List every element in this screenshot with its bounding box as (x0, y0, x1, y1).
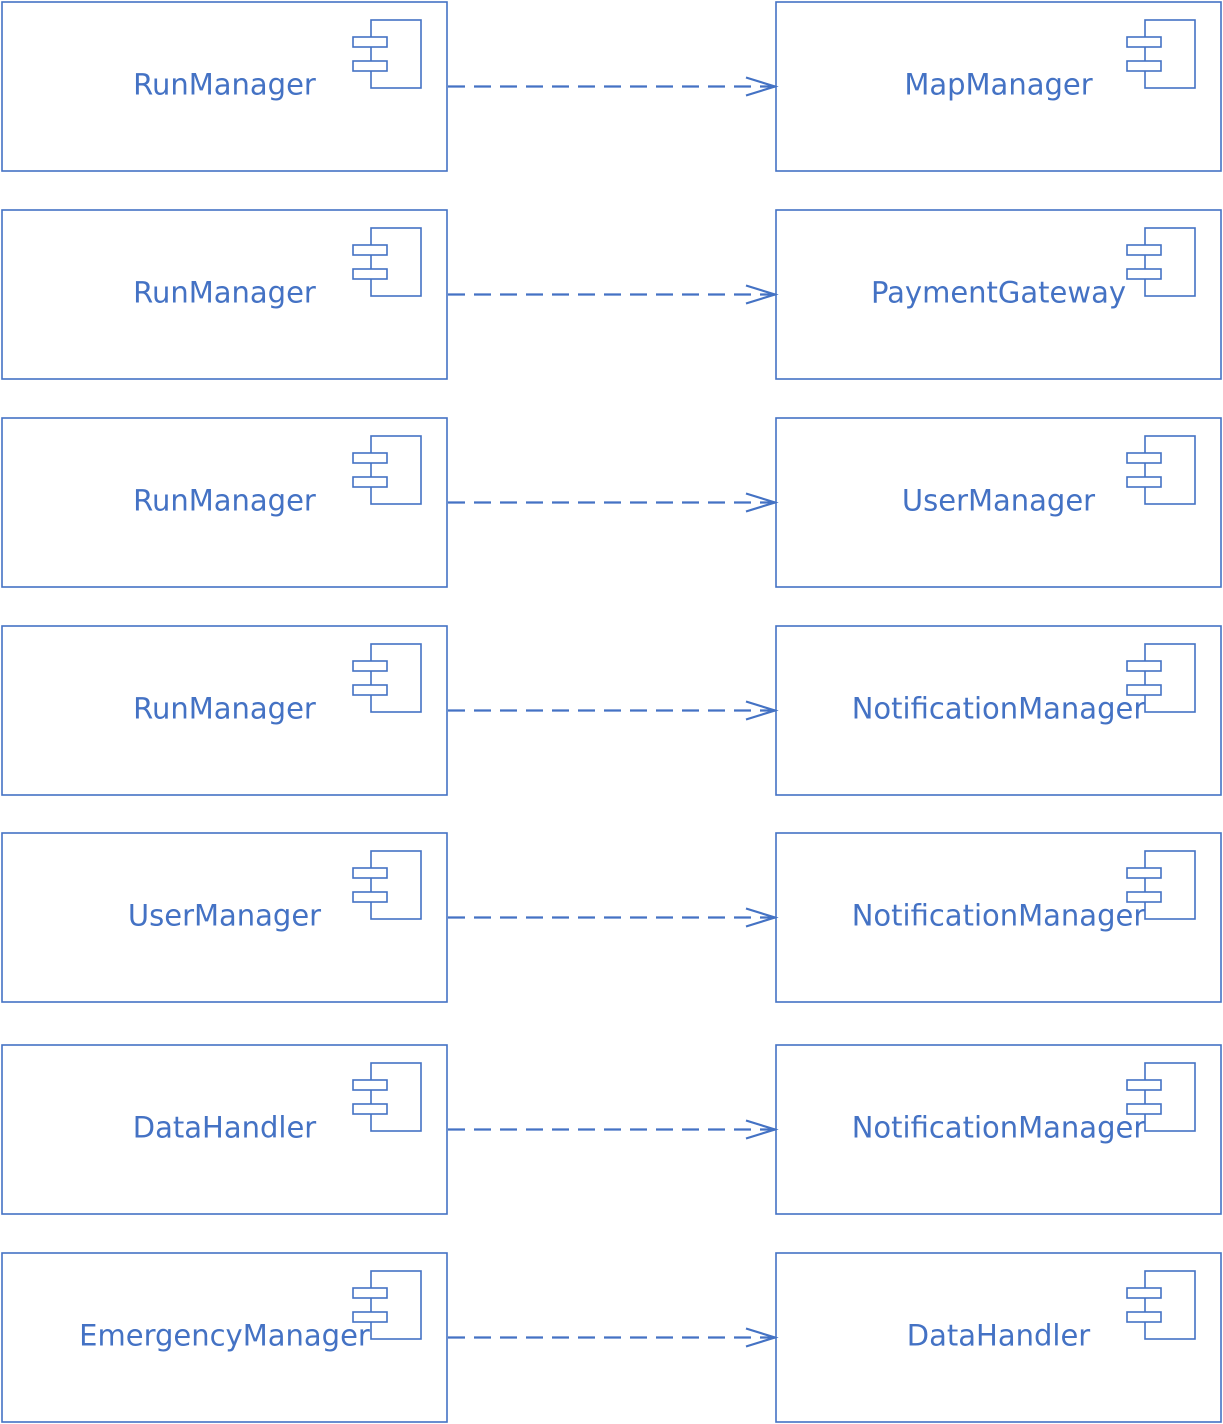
component-label: DataHandler (907, 1319, 1091, 1353)
arrowhead (745, 1327, 779, 1348)
dependency-arrow-0 (448, 76, 779, 97)
arrowhead (745, 907, 779, 928)
component-icon (352, 643, 422, 713)
target-component-4[interactable]: NotificationManager (775, 832, 1222, 1003)
component-icon (352, 19, 422, 89)
source-component-3[interactable]: RunManager (1, 625, 448, 796)
dependency-arrow-6 (448, 1327, 779, 1348)
component-icon (1126, 643, 1196, 713)
component-label: EmergencyManager (79, 1319, 370, 1353)
component-label: DataHandler (133, 1111, 317, 1145)
component-label: RunManager (133, 692, 316, 726)
arrowhead (745, 76, 779, 97)
source-component-6[interactable]: EmergencyManager (1, 1252, 448, 1423)
component-label: NotificationManager (852, 1111, 1146, 1145)
arrowhead (745, 284, 779, 305)
source-component-5[interactable]: DataHandler (1, 1044, 448, 1215)
source-component-2[interactable]: RunManager (1, 417, 448, 588)
dependency-arrow-1 (448, 284, 779, 305)
source-component-1[interactable]: RunManager (1, 209, 448, 380)
component-icon (1126, 19, 1196, 89)
target-component-3[interactable]: NotificationManager (775, 625, 1222, 796)
target-component-1[interactable]: PaymentGateway (775, 209, 1222, 380)
dependency-arrow-2 (448, 492, 779, 513)
component-icon (352, 1270, 422, 1340)
source-component-4[interactable]: UserManager (1, 832, 448, 1003)
target-component-2[interactable]: UserManager (775, 417, 1222, 588)
component-label: MapManager (904, 68, 1092, 102)
component-icon (1126, 850, 1196, 920)
component-label: UserManager (128, 899, 321, 933)
target-component-6[interactable]: DataHandler (775, 1252, 1222, 1423)
component-icon (352, 227, 422, 297)
component-label: RunManager (133, 68, 316, 102)
component-icon (1126, 1062, 1196, 1132)
component-label: NotificationManager (852, 899, 1146, 933)
component-icon (352, 435, 422, 505)
component-label: NotificationManager (852, 692, 1146, 726)
arrowhead (745, 1119, 779, 1140)
component-icon (352, 1062, 422, 1132)
dependency-arrow-5 (448, 1119, 779, 1140)
arrowhead (745, 492, 779, 513)
source-component-0[interactable]: RunManager (1, 1, 448, 172)
component-label: UserManager (902, 484, 1095, 518)
component-label: PaymentGateway (871, 276, 1126, 310)
component-icon (1126, 1270, 1196, 1340)
component-icon (1126, 435, 1196, 505)
arrowhead (745, 700, 779, 721)
component-icon (352, 850, 422, 920)
dependency-arrow-3 (448, 700, 779, 721)
dependency-arrow-4 (448, 907, 779, 928)
component-icon (1126, 227, 1196, 297)
target-component-5[interactable]: NotificationManager (775, 1044, 1222, 1215)
component-label: RunManager (133, 484, 316, 518)
target-component-0[interactable]: MapManager (775, 1, 1222, 172)
component-label: RunManager (133, 276, 316, 310)
